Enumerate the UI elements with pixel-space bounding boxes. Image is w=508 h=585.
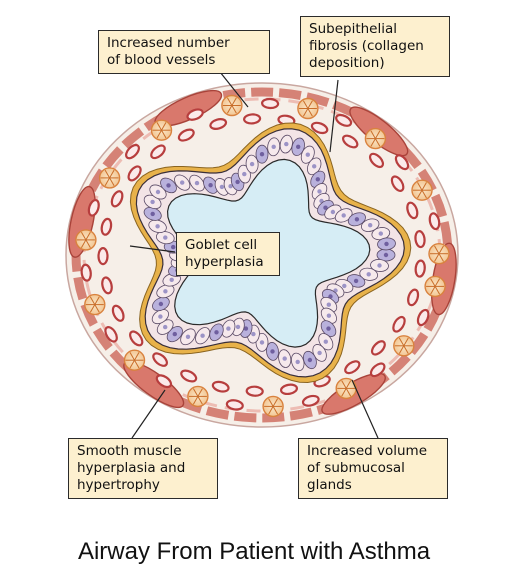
blood-vessel: [99, 248, 108, 264]
cell-nucleus: [159, 302, 163, 306]
cell-nucleus: [342, 284, 346, 288]
cell-nucleus: [250, 162, 254, 166]
blood-vessel: [262, 99, 278, 109]
cell-nucleus: [367, 272, 371, 276]
cell-nucleus: [312, 164, 316, 168]
cell-nucleus: [379, 231, 383, 235]
cell-nucleus: [173, 332, 177, 336]
cell-nucleus: [342, 213, 346, 217]
cell-nucleus: [235, 180, 239, 184]
cell-nucleus: [284, 142, 288, 146]
cell-nucleus: [354, 279, 358, 283]
cell-nucleus: [155, 224, 159, 228]
cell-nucleus: [226, 326, 230, 330]
leader-line-muscle: [132, 390, 165, 438]
figure-caption: Airway From Patient with Asthma: [0, 538, 508, 566]
blood-vessel: [81, 264, 92, 281]
cell-nucleus: [150, 200, 154, 204]
blood-vessel: [415, 260, 426, 277]
cell-nucleus: [272, 145, 276, 149]
cell-nucleus: [220, 185, 224, 189]
cell-nucleus: [377, 263, 381, 267]
cell-nucleus: [317, 189, 321, 193]
cell-nucleus: [156, 190, 160, 194]
cell-nucleus: [331, 210, 335, 214]
cell-nucleus: [317, 351, 321, 355]
blood-vessel: [415, 231, 426, 248]
label-submucosal-glands: Increased volume of submucosal glands: [298, 438, 448, 499]
cell-nucleus: [326, 326, 330, 330]
cell-nucleus: [186, 335, 190, 339]
cell-nucleus: [236, 325, 240, 329]
cell-nucleus: [306, 153, 310, 157]
cell-nucleus: [195, 181, 199, 185]
cell-nucleus: [327, 314, 331, 318]
cell-nucleus: [242, 172, 246, 176]
cell-nucleus: [260, 340, 264, 344]
cell-nucleus: [151, 212, 155, 216]
label-subepithelial-fibrosis: Subepithelial fibrosis (collagen deposit…: [300, 16, 450, 77]
cell-nucleus: [296, 360, 300, 364]
cell-nucleus: [384, 253, 388, 257]
blood-vessel: [246, 386, 262, 396]
cell-nucleus: [251, 332, 255, 336]
cell-nucleus: [214, 330, 218, 334]
cell-nucleus: [368, 223, 372, 227]
cell-nucleus: [171, 245, 175, 249]
cell-nucleus: [166, 183, 170, 187]
cell-nucleus: [260, 152, 264, 156]
cell-nucleus: [163, 235, 167, 239]
cell-nucleus: [158, 314, 162, 318]
cell-nucleus: [327, 303, 331, 307]
cell-nucleus: [308, 358, 312, 362]
cell-nucleus: [270, 349, 274, 353]
cell-nucleus: [324, 340, 328, 344]
cell-nucleus: [384, 242, 388, 246]
label-goblet-cell-hyperplasia: Goblet cell hyperplasia: [176, 232, 280, 276]
blood-vessel: [244, 114, 261, 124]
cell-nucleus: [296, 145, 300, 149]
label-smooth-muscle: Smooth muscle hyperplasia and hypertroph…: [68, 438, 218, 499]
cell-nucleus: [208, 183, 212, 187]
cell-nucleus: [355, 217, 359, 221]
cell-nucleus: [283, 356, 287, 360]
cell-nucleus: [163, 289, 167, 293]
cell-nucleus: [200, 334, 204, 338]
cell-nucleus: [170, 278, 174, 282]
cell-nucleus: [180, 180, 184, 184]
label-blood-vessels: Increased number of blood vessels: [98, 30, 270, 74]
cell-nucleus: [163, 325, 167, 329]
cell-nucleus: [316, 177, 320, 181]
